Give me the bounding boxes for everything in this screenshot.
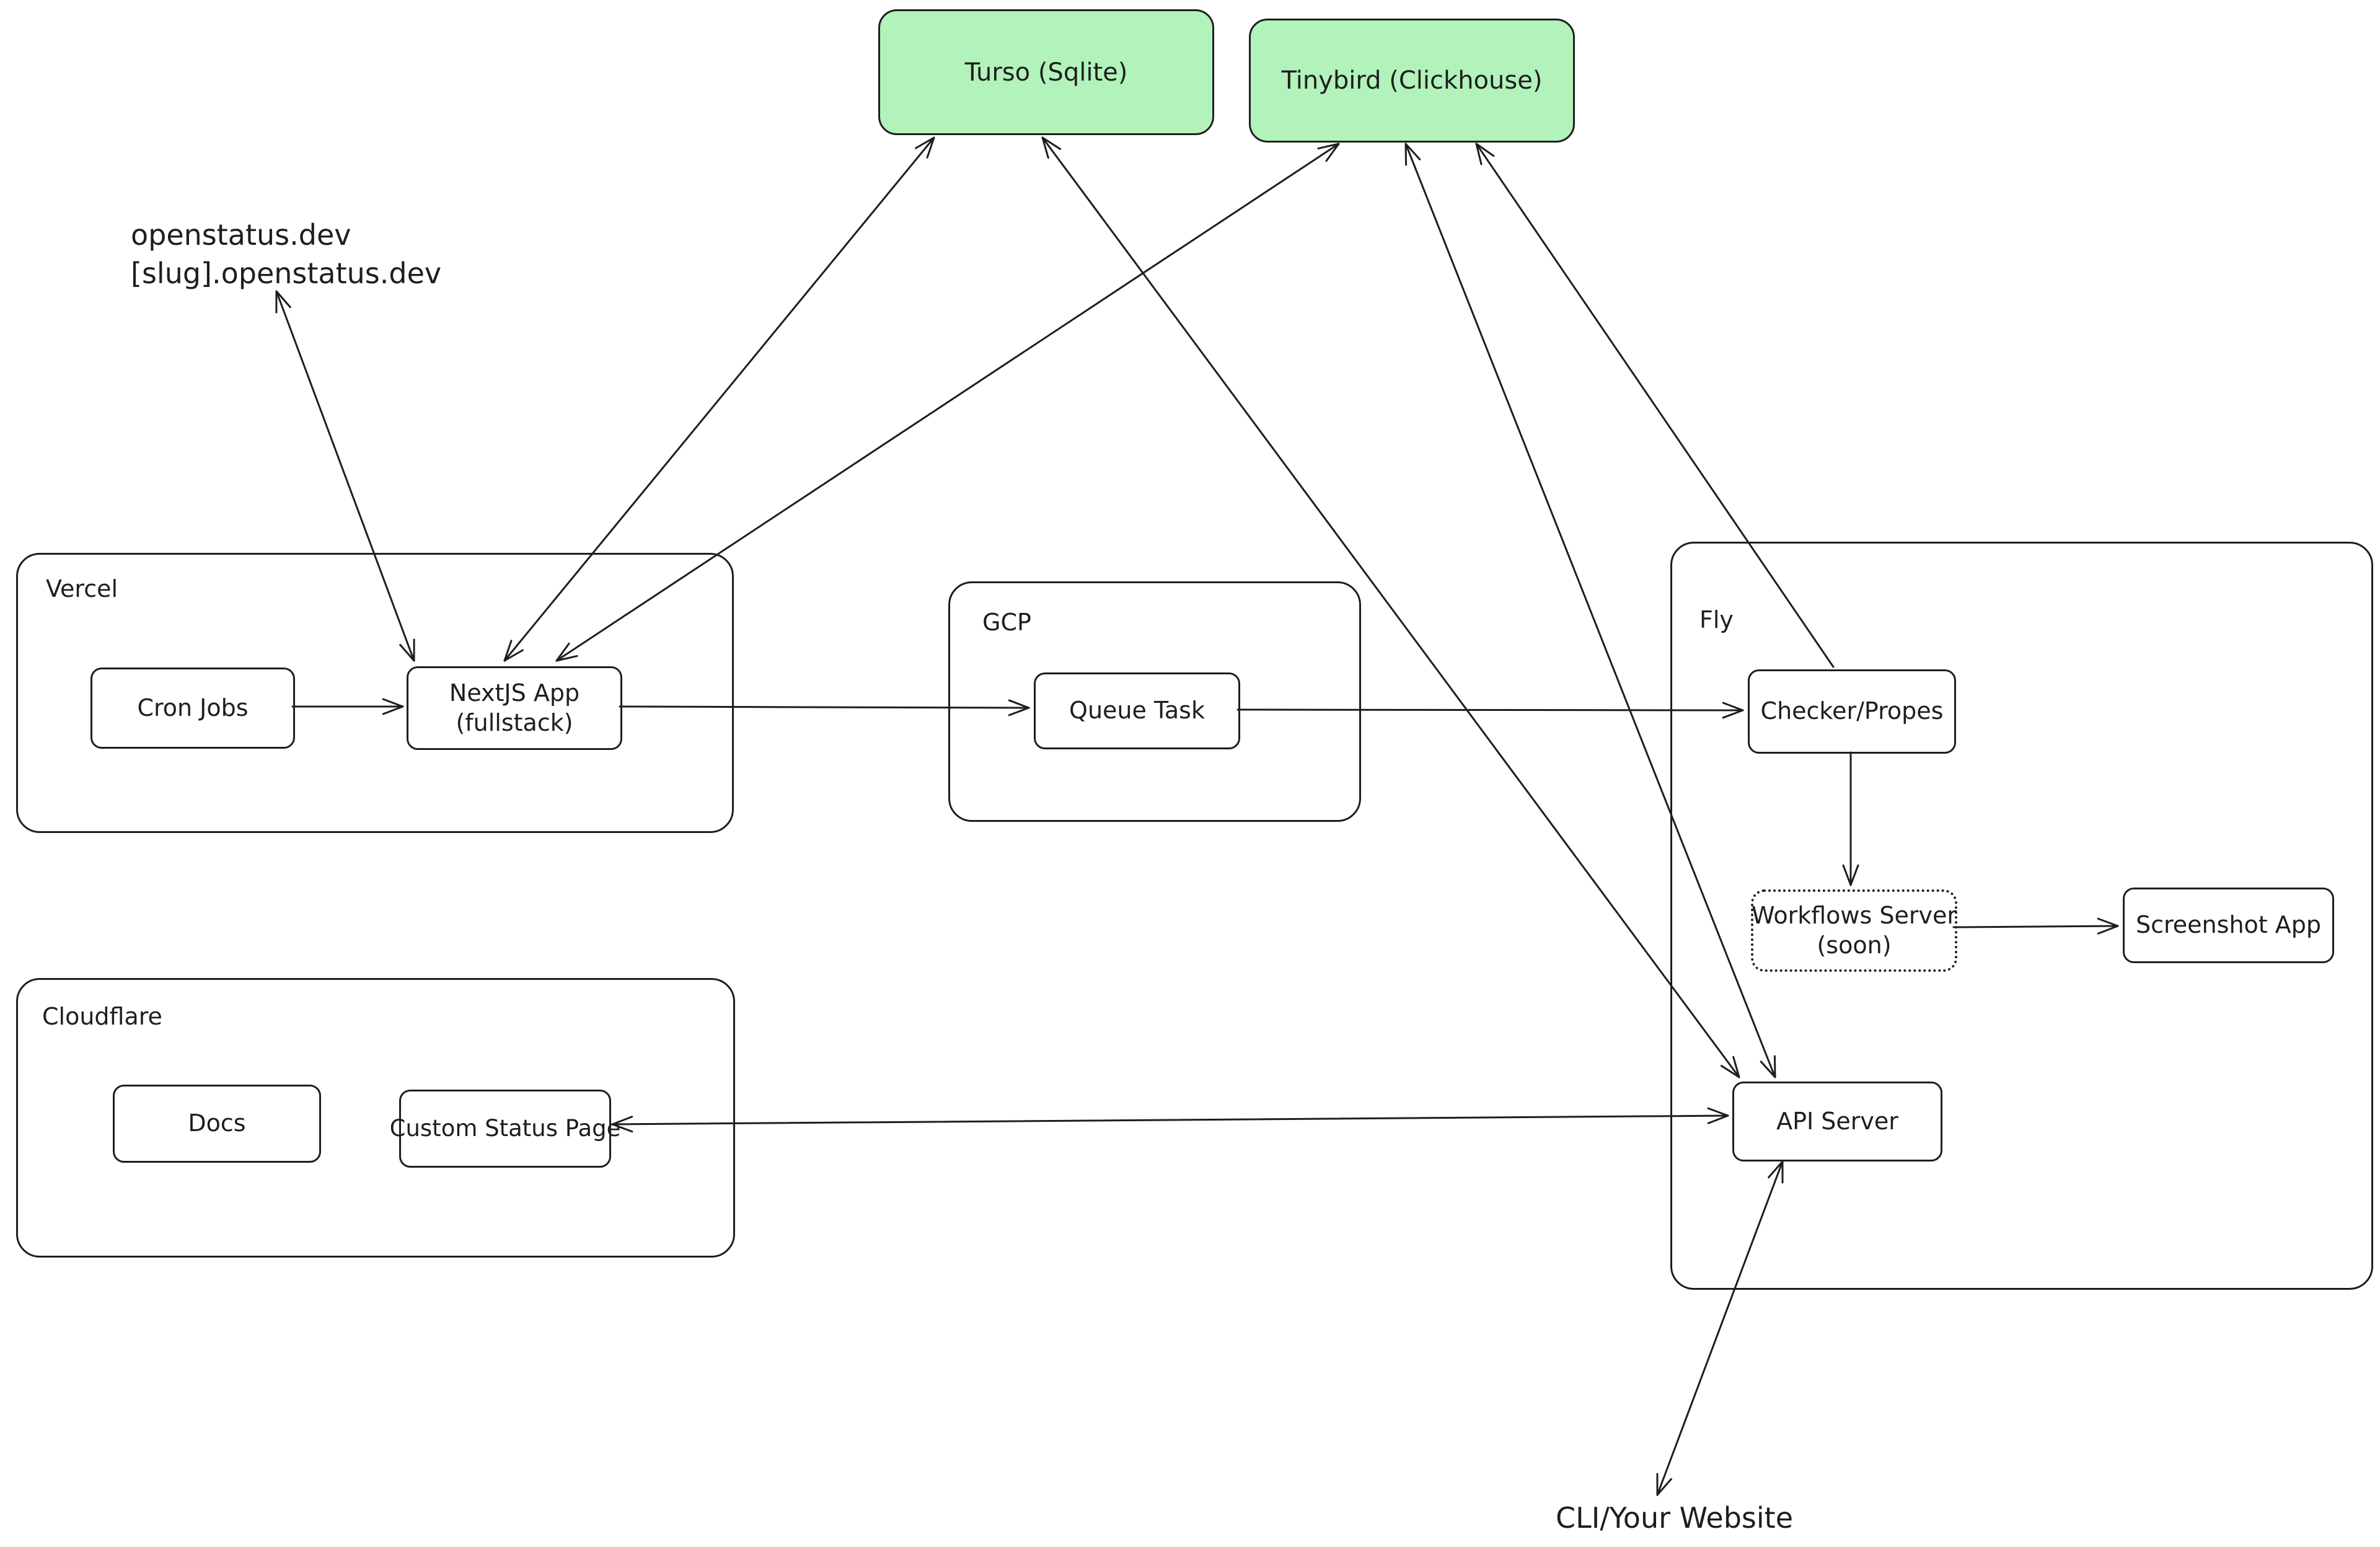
node-nextjs-app-label-line1: NextJS App [449,679,580,707]
node-api-server[interactable]: API Server [1732,1082,1942,1161]
node-cron-jobs-label: Cron Jobs [137,694,249,721]
node-checker-propes-label: Checker/Propes [1760,697,1944,725]
openstatus-domain-line2: [slug].openstatus.dev [131,257,442,291]
node-nextjs-app-label-line2: (fullstack) [456,708,573,736]
node-checker-propes[interactable]: Checker/Propes [1748,669,1956,754]
node-workflows-server-label-line2: (soon) [1817,931,1892,959]
node-tinybird[interactable]: Tinybird (Clickhouse) [1249,19,1575,143]
node-docs[interactable]: Docs [113,1085,321,1163]
container-gcp-label: GCP [982,609,1031,636]
node-screenshot-app[interactable]: Screenshot App [2123,888,2334,963]
node-screenshot-app-label: Screenshot App [2136,911,2321,939]
node-workflows-server-label-line1: Workflows Server [1752,902,1957,929]
node-custom-status-page-label: Custom Status Page [389,1114,621,1142]
node-docs-label: Docs [188,1109,246,1137]
openstatus-domains-label[interactable]: openstatus.dev [slug].openstatus.dev [131,216,441,293]
arrow-api-server-to-custom-status-page[interactable] [611,1107,1729,1133]
container-fly-label: Fly [1699,606,1734,633]
node-turso-label: Turso (Sqlite) [964,58,1128,87]
cli-your-website-label[interactable]: CLI/Your Website [1556,1501,1794,1535]
node-tinybird-label: Tinybird (Clickhouse) [1281,66,1543,95]
node-api-server-label: API Server [1776,1107,1898,1135]
node-cron-jobs[interactable]: Cron Jobs [90,668,295,749]
openstatus-domain-line1: openstatus.dev [131,218,351,252]
node-workflows-server[interactable]: Workflows Server (soon) [1751,889,1957,972]
node-turso[interactable]: Turso (Sqlite) [878,9,1214,135]
container-cloudflare-label: Cloudflare [42,1003,162,1030]
node-queue-task[interactable]: Queue Task [1034,672,1240,749]
node-custom-status-page[interactable]: Custom Status Page [390,1090,620,1168]
container-vercel-label: Vercel [46,575,118,602]
node-nextjs-app[interactable]: NextJS App (fullstack) [407,666,622,750]
node-queue-task-label: Queue Task [1069,697,1205,725]
